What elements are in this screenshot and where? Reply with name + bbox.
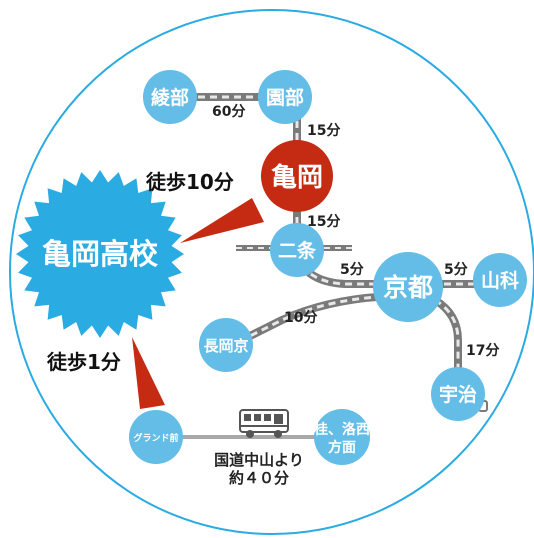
station-label: 長岡京 (203, 337, 248, 355)
time-kyoto-uji: 17分 (466, 343, 499, 359)
station-grand[interactable]: グランド前 (129, 410, 183, 464)
station-katsura[interactable]: 桂、洛西 方面 (313, 409, 370, 465)
walk-pointer-ground (132, 337, 165, 409)
station-nijo[interactable]: 二条 (270, 223, 324, 277)
station-label: 京都 (383, 273, 433, 302)
station-label-line1: 桂、洛西 (313, 421, 370, 438)
station-yamashina[interactable]: 山科 (473, 253, 527, 307)
school-name: 亀岡高校 (42, 237, 158, 271)
station-kameoka[interactable]: 亀岡 (261, 140, 333, 212)
time-nijo-kyoto: 5分 (340, 262, 364, 278)
time-ayabe-sonobe: 60分 (212, 104, 245, 120)
station-kyoto[interactable]: 京都 (373, 252, 443, 322)
time-kyoto-yamashina: 5分 (444, 262, 468, 278)
station-label: 綾部 (151, 86, 189, 109)
station-uji[interactable]: 宇治 (431, 367, 485, 421)
station-label: 山科 (481, 269, 519, 292)
station-nagaokakyo[interactable]: 長岡京 (199, 318, 253, 372)
rail-kyoto-uji (432, 296, 462, 393)
station-label: 二条 (278, 239, 317, 262)
time-sonobe-kameoka: 15分 (307, 123, 340, 139)
bus-icon (239, 409, 289, 438)
time-kameoka-nijo: 15分 (307, 214, 340, 230)
walk-pointer-kameoka (180, 198, 264, 243)
station-label: 亀岡 (271, 162, 323, 193)
station-label: 宇治 (439, 383, 477, 406)
station-label: グランド前 (133, 432, 178, 444)
walk-label-ground: 徒歩1分 (46, 350, 121, 374)
station-ayabe[interactable]: 綾部 (143, 70, 197, 124)
station-label: 園部 (266, 86, 304, 109)
station-sonobe[interactable]: 園部 (258, 70, 312, 124)
bus-route-line2: 約４０分 (229, 469, 289, 487)
walk-label-kameoka: 徒歩10分 (145, 170, 234, 194)
station-label-line2: 方面 (328, 439, 356, 456)
time-kyoto-nagaokakyo: 10分 (284, 310, 317, 326)
school-burst (16, 170, 184, 338)
bus-route-line1: 国道中山より (214, 451, 304, 469)
